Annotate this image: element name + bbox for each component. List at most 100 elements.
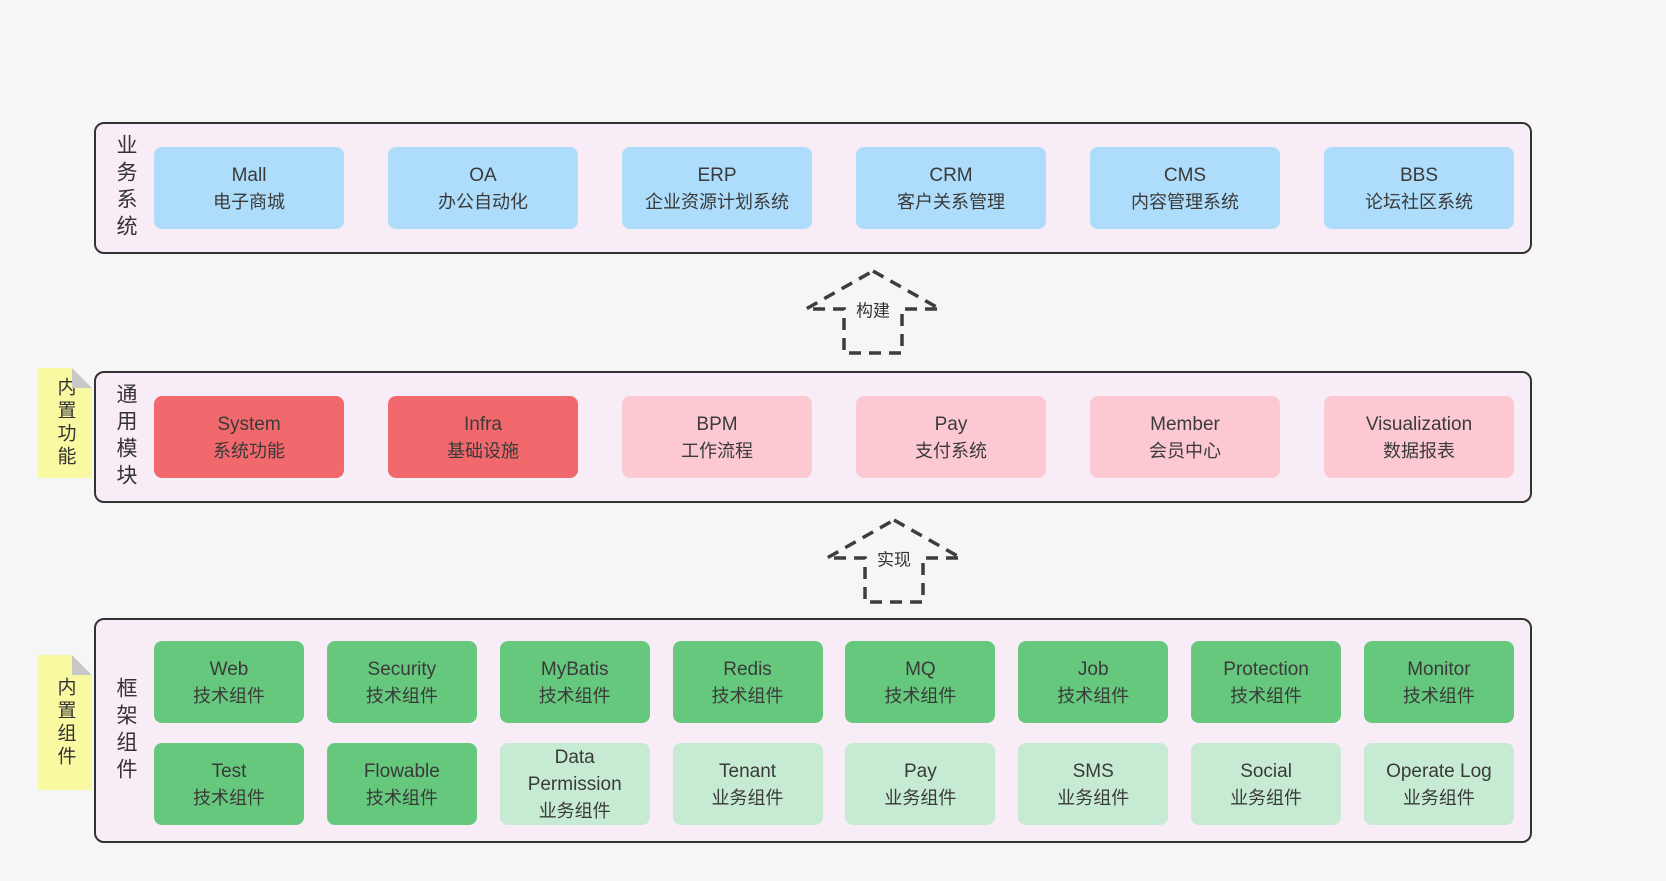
box-mall: Mall 电子商城 <box>154 147 344 229</box>
implement-arrow-label: 实现 <box>874 545 914 571</box>
box-title: MQ <box>905 658 936 680</box>
sticky-note-text: 内置组件 <box>54 676 76 769</box>
box-subtitle: 技术组件 <box>193 685 265 706</box>
box-subtitle: 技术组件 <box>1230 685 1303 706</box>
box-subtitle: 技术组件 <box>365 685 438 706</box>
box-subtitle: 内容管理系统 <box>1131 191 1239 212</box>
box-cms: CMS 内容管理系统 <box>1090 147 1280 229</box>
box-data-permission: Data Permission 业务组件 <box>499 743 650 825</box>
box-infra: Infra 基础设施 <box>388 396 578 478</box>
sticky-note-text: 内置功能 <box>54 377 76 469</box>
box-title: Monitor <box>1407 658 1471 680</box>
up-arrow-icon <box>824 517 964 604</box>
box-subtitle: 基础设施 <box>447 440 519 461</box>
up-arrow-icon <box>803 268 943 355</box>
common-modules-label: 通用模块 <box>114 383 137 491</box>
box-title: Flowable <box>363 760 440 782</box>
box-pay-component: Pay 业务组件 <box>845 743 996 825</box>
box-title: Data Permission <box>527 747 622 795</box>
box-title: SMS <box>1072 760 1114 782</box>
box-subtitle: 技术组件 <box>884 685 957 706</box>
box-title: BBS <box>1399 164 1439 186</box>
box-title: CRM <box>929 164 973 186</box>
box-title: Pay <box>934 413 968 435</box>
box-title: Member <box>1150 413 1220 435</box>
box-operate-log: Operate Log 业务组件 <box>1363 743 1514 825</box>
box-social: Social 业务组件 <box>1191 743 1342 825</box>
box-subtitle: 业务组件 <box>884 787 957 808</box>
sticky-note-built-in-components: 内置组件 <box>38 655 92 790</box>
box-crm: CRM 客户关系管理 <box>856 147 1046 229</box>
box-title: BPM <box>696 413 738 435</box>
box-bpm: BPM 工作流程 <box>622 396 812 478</box>
implement-arrow-icon: 实现 <box>824 517 964 605</box>
box-subtitle: 电子商城 <box>213 191 285 212</box>
box-title: Operate Log <box>1386 760 1492 782</box>
box-subtitle: 技术组件 <box>711 685 784 706</box>
box-subtitle: 技术组件 <box>193 787 265 808</box>
box-mybatis: MyBatis 技术组件 <box>499 641 650 723</box>
box-oa: OA 办公自动化 <box>388 147 578 229</box>
box-subtitle: 工作流程 <box>681 440 753 461</box>
box-security: Security 技术组件 <box>326 641 477 723</box>
build-arrow-icon: 构建 <box>803 268 943 356</box>
folded-corner-icon <box>72 368 92 388</box>
box-subtitle: 技术组件 <box>1057 685 1130 706</box>
box-system: System 系统功能 <box>154 396 344 478</box>
box-subtitle: 业务组件 <box>1402 787 1475 808</box>
box-subtitle: 系统功能 <box>213 440 285 461</box>
business-systems-label: 业务系统 <box>114 134 137 242</box>
box-title: Tenant <box>719 760 777 782</box>
box-subtitle: 技术组件 <box>538 685 611 706</box>
box-title: Test <box>211 760 247 782</box>
box-flowable: Flowable 技术组件 <box>326 743 477 825</box>
box-member: Member 会员中心 <box>1090 396 1280 478</box>
common-modules-row: System 系统功能 Infra 基础设施 BPM 工作流程 Pay 支付系统… <box>154 373 1514 501</box>
common-modules-section: 通用模块 System 系统功能 Infra 基础设施 BPM 工作流程 Pay… <box>94 371 1532 503</box>
box-title: MyBatis <box>540 658 609 680</box>
box-title: CMS <box>1163 164 1207 186</box>
box-subtitle: 业务组件 <box>711 787 784 808</box>
box-monitor: Monitor 技术组件 <box>1363 641 1514 723</box>
box-job: Job 技术组件 <box>1018 641 1169 723</box>
box-sms: SMS 业务组件 <box>1018 743 1169 825</box>
box-subtitle: 论坛社区系统 <box>1365 191 1473 212</box>
box-erp: ERP 企业资源计划系统 <box>622 147 812 229</box>
box-visualization: Visualization 数据报表 <box>1324 396 1514 478</box>
folded-corner-icon <box>72 655 92 675</box>
box-subtitle: 企业资源计划系统 <box>645 191 789 212</box>
box-bbs: BBS 论坛社区系统 <box>1324 147 1514 229</box>
box-title: Job <box>1077 658 1109 680</box>
box-subtitle: 业务组件 <box>538 801 611 821</box>
business-systems-section: 业务系统 Mall 电子商城 OA 办公自动化 ERP 企业资源计划系统 CRM… <box>94 122 1532 254</box>
framework-components-section: 框架组件 Web 技术组件 Security 技术组件 MyBatis 技术组件… <box>94 618 1532 843</box>
box-title: Mall <box>231 164 267 186</box>
framework-row-1: Web 技术组件 Security 技术组件 MyBatis 技术组件 Redi… <box>154 641 1514 723</box>
box-subtitle: 技术组件 <box>365 787 438 808</box>
box-subtitle: 数据报表 <box>1383 440 1455 461</box>
box-subtitle: 办公自动化 <box>438 191 528 212</box>
build-arrow-label: 构建 <box>853 296 893 322</box>
box-protection: Protection 技术组件 <box>1191 641 1342 723</box>
box-title: Protection <box>1223 658 1309 680</box>
box-subtitle: 技术组件 <box>1402 685 1475 706</box>
framework-components-label: 框架组件 <box>114 676 137 785</box>
box-subtitle: 业务组件 <box>1230 787 1303 808</box>
business-systems-row: Mall 电子商城 OA 办公自动化 ERP 企业资源计划系统 CRM 客户关系… <box>154 124 1514 252</box>
box-redis: Redis 技术组件 <box>672 641 823 723</box>
box-title: Visualization <box>1365 413 1473 435</box>
box-title: ERP <box>697 164 737 186</box>
box-title: Web <box>209 658 249 680</box>
box-subtitle: 客户关系管理 <box>897 191 1005 212</box>
box-title: Redis <box>723 658 772 680</box>
box-web: Web 技术组件 <box>154 641 304 723</box>
box-mq: MQ 技术组件 <box>845 641 996 723</box>
sticky-note-built-in-features: 内置功能 <box>38 368 92 478</box>
box-title: Social <box>1240 760 1292 782</box>
box-title: System <box>217 413 281 435</box>
box-tenant: Tenant 业务组件 <box>672 743 823 825</box>
box-subtitle: 会员中心 <box>1149 440 1221 461</box>
box-pay-module: Pay 支付系统 <box>856 396 1046 478</box>
box-title: Pay <box>904 760 937 782</box>
